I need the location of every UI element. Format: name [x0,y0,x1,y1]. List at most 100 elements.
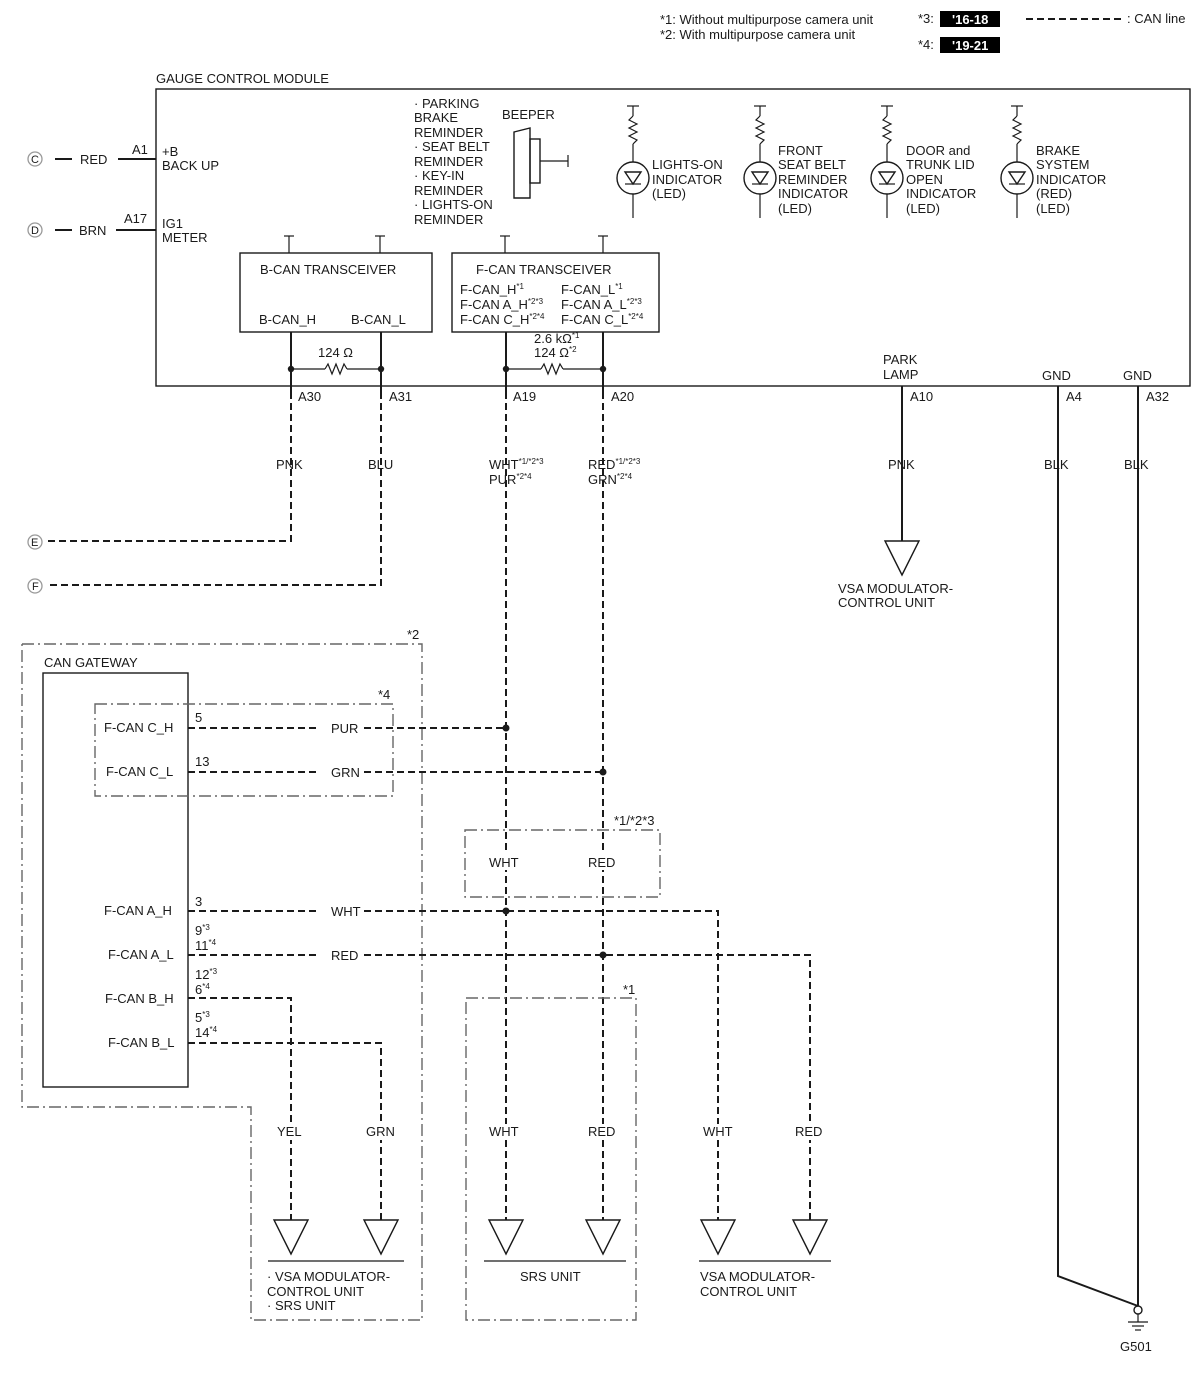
splice-dot [599,951,607,959]
gauge-module-title: GAUGE CONTROL MODULE [156,71,329,86]
gateway-box [42,672,189,1088]
bcan-h-label: B-CAN_H [259,312,316,327]
vsa-top-connector [883,540,921,577]
gateway-b-l-label: F-CAN B_L [108,1035,174,1050]
gateway-a-h-wire: WHT [331,904,361,919]
beeper-label: BEEPER [502,107,555,122]
gateway-b-h-pin-1: 12*3 [195,967,218,982]
bcan-resistor-label: 124 Ω [318,345,353,360]
indicator-label: DOOR and [906,143,970,158]
wire-red-a1-label: RED [80,152,107,167]
label-mask [700,1124,740,1140]
gateway-zone-note: *2 [407,627,419,642]
label-mask [320,947,364,963]
splice-dot [599,768,607,776]
srs-zone-box [465,997,637,1321]
fcan-box [451,252,660,333]
gateway-a-l-pin-1: 9*3 [195,923,210,938]
connector-c [27,151,43,167]
reminder-line: · PARKING [414,96,480,111]
label-mask [586,854,622,870]
label-mask [320,764,364,780]
label-mask [586,1124,622,1140]
indicator-label: (LED) [778,201,812,216]
bottom-label-1: · SRS UNIT [267,1298,336,1313]
reminder-line: REMINDER [414,125,483,140]
legend-note-4-label: *4: [918,37,934,52]
connector-triangle [791,1219,829,1256]
connector-d [27,222,43,238]
gateway-c-h-pin: 5 [195,710,202,725]
connector-triangle [362,1219,400,1256]
gauge-control-module: GAUGE CONTROL MODULE C RED A1 +B BACK UP… [27,71,1191,392]
indicator-label: OPEN [906,172,943,187]
splice-wht: WHT [489,855,519,870]
legend-can-line-label: : CAN line [1127,11,1186,26]
indicator-label: FRONT [778,143,823,158]
reminder-line: · SEAT BELT [414,139,490,154]
indicator-label: INDICATOR [652,172,722,187]
bottom-label-1: · VSA MODULATOR- [267,1269,390,1284]
gateway-c-l-label: F-CAN C_L [106,764,173,779]
bottom-connectors: YEL GRN WHT RED WHT RED · VSA MODULATOR-… [267,1124,831,1313]
pin-a10: A10 [910,389,933,404]
gateway-a-l-pin-2: 11*4 [195,938,217,953]
splice-zone-box [464,829,661,898]
wire-blk-label-2: BLK [1124,457,1149,472]
connector-e [27,534,43,550]
bcan-l-label: B-CAN_L [351,312,406,327]
wire-red-bottom-label: RED [588,1124,615,1139]
fcan-resistor-label-2: 124 Ω*2 [534,345,577,360]
label-mask [486,1124,526,1140]
pin-a20: A20 [611,389,634,404]
reminder-line: BRAKE [414,110,458,125]
gateway-b-h-label: F-CAN B_H [105,991,174,1006]
indicator-label: (LED) [652,186,686,201]
indicator-label: (LED) [906,201,940,216]
gateway-b-l-pin-1: 5*3 [195,1010,210,1025]
connector-c-label: C [31,154,39,166]
legend-note-3-badge-bg [940,11,1000,27]
gateway-c-note: *4 [378,687,390,702]
fcan-l2-label: F-CAN A_L*2*3 [561,297,642,312]
gateway-a-h-label: F-CAN A_H [104,903,172,918]
gnd-label-1: GND [1042,368,1071,383]
beeper-icon [513,127,569,199]
indicator-label: LIGHTS-ON [652,157,723,172]
indicator-label: (LED) [1036,201,1070,216]
reminder-list: · PARKING BRAKE REMINDER · SEAT BELT REM… [414,96,493,227]
indicator-label: INDICATOR [906,186,976,201]
reminder-line: REMINDER [414,183,483,198]
fcan-h3-label: F-CAN C_H*2*4 [460,312,545,327]
gateway-c-l-wire: GRN [331,765,360,780]
fcan-h1-label: F-CAN_H*1 [460,282,524,297]
gateway-a-l-label: F-CAN A_L [108,947,174,962]
connector-d-label: D [31,225,39,237]
gateway-a-l-wire: RED [331,948,358,963]
connector-f-label: F [32,581,39,593]
wire-yel-label: YEL [277,1124,302,1139]
gauge-module-box [155,88,1191,387]
wire-pur-label: PUR*2*4 [489,472,532,487]
fcan-resistor-label-1: 2.6 kΩ*1 [534,331,580,346]
gateway-c-zone [94,703,394,797]
wire-blk-a4 [1057,386,1139,1307]
gateway-title: CAN GATEWAY [44,655,138,670]
park-lamp-label-2: LAMP [883,367,918,382]
gateway-c-h-wire: PUR [331,721,358,736]
splice-dot [502,907,510,915]
wire-blu-to-f [48,392,382,586]
pin-a17-label-1: IG1 [162,216,183,231]
splice-zone: *1/*2*3 WHT RED [464,813,661,898]
indicator-label: SYSTEM [1036,157,1089,172]
label-mask [320,903,364,919]
wire-gateway-a-l [188,954,811,1220]
label-mask [362,1124,400,1140]
legend-note-4-badge: '19-21 [952,38,988,53]
bottom-label-2: SRS UNIT [520,1269,581,1284]
wire-pnk-label: PNK [276,457,303,472]
wire-grn-bottom-label: GRN [366,1124,395,1139]
led-icon [1000,105,1034,218]
gateway-a-h-pin: 3 [195,894,202,909]
reminder-line: · KEY-IN [414,168,464,183]
